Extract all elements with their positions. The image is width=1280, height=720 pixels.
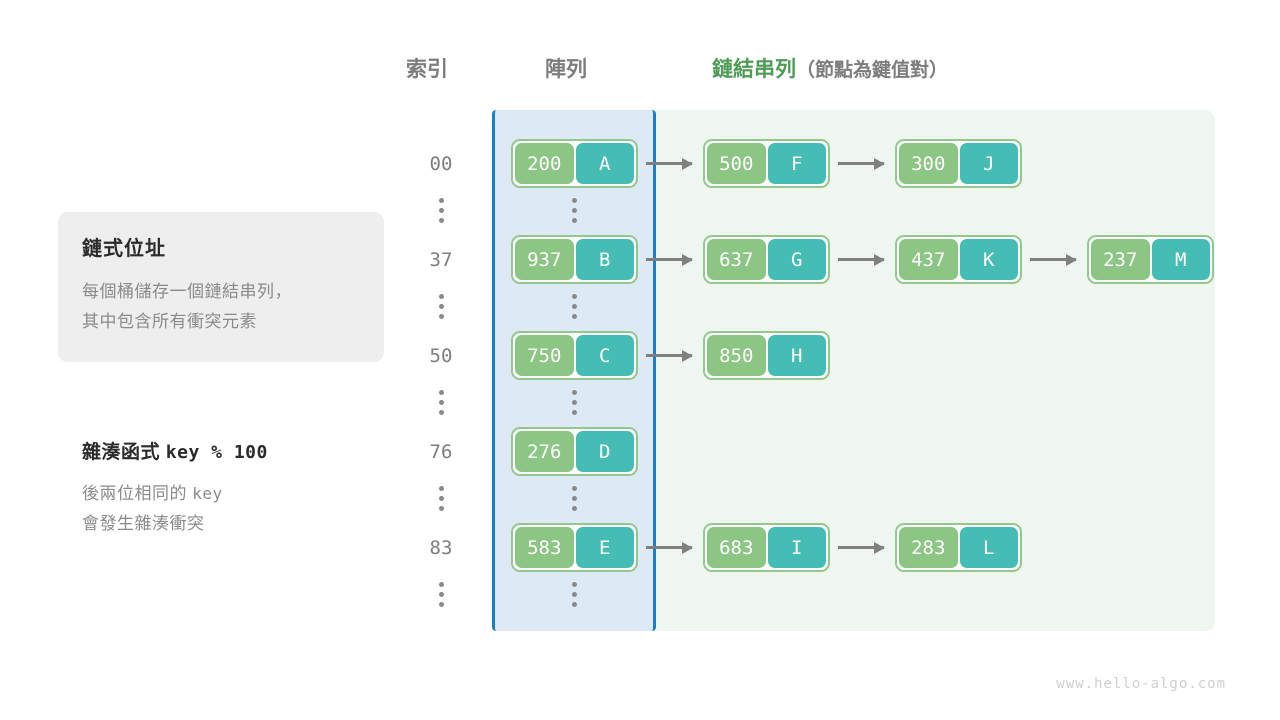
index-ellipsis [436,390,446,415]
header-index: 索引 [406,58,448,81]
node-value: C [575,335,634,376]
info-card-line-1: 每個桶儲存一個鏈結串列， [82,282,292,301]
node-value: F [767,143,826,184]
hash-note-line-2: 會發生雜湊衝突 [82,514,205,533]
node-value: B [575,239,634,280]
hash-note-line-1: 後兩位相同的 key [82,479,223,509]
node-key: 276 [515,431,574,472]
link-arrow [838,253,885,266]
index-ellipsis [436,486,446,511]
info-card-body: 每個桶儲存一個鏈結串列， 其中包含所有衝突元素 [82,277,292,337]
node-value: D [575,431,634,472]
node-value: M [1151,239,1210,280]
node-value: G [767,239,826,280]
header-linked-list-main: 鏈結串列 [712,58,796,81]
index-ellipsis [436,582,446,607]
info-card-title: 鏈式位址 [82,238,166,260]
hash-function-label: 雜湊函式 [82,442,161,463]
node-key: 237 [1091,239,1150,280]
node-key: 850 [707,335,766,376]
index-ellipsis [436,198,446,223]
node-key: 750 [515,335,574,376]
index-label: 37 [429,249,453,271]
index-ellipsis [436,294,446,319]
node-value: K [959,239,1018,280]
node-key: 300 [899,143,958,184]
watermark: www.hello-algo.com [1056,676,1226,692]
node-key: 683 [707,527,766,568]
node-value: A [575,143,634,184]
index-label: 76 [429,441,453,463]
header-linked-list-sub: （節點為鍵值對） [796,60,949,81]
node-key: 937 [515,239,574,280]
link-arrow [646,157,693,170]
array-ellipsis [569,486,579,511]
link-arrow [1030,253,1077,266]
node-value: E [575,527,634,568]
hash-function-formula: key % 100 [165,442,268,463]
array-ellipsis [569,294,579,319]
header-array: 陣列 [545,58,587,81]
hash-note-line-1-mono: key [192,484,223,503]
node-key: 637 [707,239,766,280]
node-value: J [959,143,1018,184]
node-key: 283 [899,527,958,568]
index-label: 50 [429,345,453,367]
hash-function-title: 雜湊函式 key % 100 [82,437,268,464]
node-key: 200 [515,143,574,184]
link-arrow [838,157,885,170]
link-arrow [646,349,693,362]
node-key: 437 [899,239,958,280]
link-arrow [838,541,885,554]
info-card-line-2: 其中包含所有衝突元素 [82,312,257,331]
hash-note-line-1-text: 後兩位相同的 [82,484,193,503]
hash-function-body: 後兩位相同的 key 會發生雜湊衝突 [82,479,223,539]
info-card [58,212,384,362]
node-value: L [959,527,1018,568]
link-arrow [646,541,693,554]
node-key: 500 [707,143,766,184]
link-arrow [646,253,693,266]
index-label: 00 [429,153,453,175]
node-value: I [767,527,826,568]
array-ellipsis [569,198,579,223]
node-key: 583 [515,527,574,568]
header-linked-list: 鏈結串列（節點為鍵值對） [712,53,948,83]
array-ellipsis [569,390,579,415]
index-label: 83 [429,537,453,559]
array-ellipsis [569,582,579,607]
node-value: H [767,335,826,376]
